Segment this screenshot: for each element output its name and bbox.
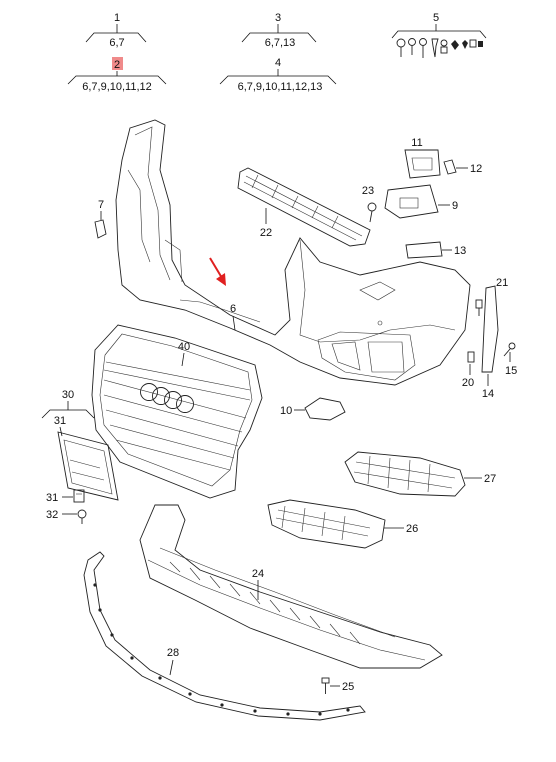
front-grille [91, 324, 263, 499]
callout-30[interactable]: 30 [41, 389, 95, 419]
header-group-1[interactable]: 1 6,7 [85, 12, 147, 49]
license-plate-bracket [57, 431, 119, 501]
callout-27[interactable]: 27 [464, 473, 496, 485]
svg-text:11: 11 [411, 137, 422, 149]
bracket-7 [94, 219, 107, 239]
callout-40[interactable]: 40 [178, 341, 190, 367]
svg-text:30: 30 [62, 389, 74, 401]
svg-text:32: 32 [46, 509, 58, 521]
callout-6[interactable]: 6 [230, 303, 236, 331]
svg-text:25: 25 [342, 681, 354, 693]
screw-15-part [503, 342, 516, 357]
callout-28[interactable]: 28 [167, 647, 179, 676]
screw-25-part [321, 677, 330, 694]
svg-text:23: 23 [362, 185, 374, 197]
svg-text:9: 9 [452, 200, 458, 212]
callout-31[interactable]: 31 [54, 415, 66, 437]
svg-text:31: 31 [54, 415, 66, 427]
red-arrow-indicator [209, 257, 226, 286]
mount-9 [384, 184, 439, 219]
svg-text:31: 31 [46, 492, 58, 504]
callout-26[interactable]: 26 [384, 523, 418, 535]
group-5-number: 5 [433, 12, 439, 24]
svg-text:6: 6 [230, 303, 236, 315]
svg-text:24: 24 [252, 568, 264, 580]
header-group-3[interactable]: 3 6,7,13 [241, 12, 317, 49]
group-2-parts: 6,7,9,10,11,12 [82, 81, 152, 93]
svg-text:7: 7 [98, 199, 104, 211]
svg-text:15: 15 [505, 365, 517, 377]
clip-31-part [73, 489, 85, 503]
side-bracket-14 [481, 285, 499, 373]
svg-text:26: 26 [406, 523, 418, 535]
callout-15[interactable]: 15 [505, 352, 517, 377]
callout-9[interactable]: 9 [438, 200, 458, 212]
callout-14[interactable]: 14 [482, 374, 494, 400]
group-1-parts: 6,7 [109, 37, 124, 49]
guide-13 [405, 241, 443, 259]
header-group-2[interactable]: 2 6,7,9,10,11,12 [67, 57, 167, 93]
callout-21[interactable]: 21 [496, 277, 508, 289]
fastener-set-icons [396, 38, 483, 58]
front-spoiler [139, 504, 443, 669]
upper-grille [237, 167, 371, 247]
group-3-parts: 6,7,13 [265, 37, 296, 49]
fog-grille-left [267, 499, 386, 549]
fog-grille-right [344, 451, 466, 497]
group-3-number: 3 [275, 12, 281, 24]
svg-text:21: 21 [496, 277, 508, 289]
callout-31-clip[interactable]: 31 [46, 492, 73, 504]
svg-text:20: 20 [462, 377, 474, 389]
svg-text:12: 12 [470, 163, 482, 175]
svg-text:27: 27 [484, 473, 496, 485]
svg-text:40: 40 [178, 341, 190, 353]
callout-12[interactable]: 12 [456, 163, 482, 175]
callout-7[interactable]: 7 [98, 199, 104, 220]
callout-10[interactable]: 10 [280, 405, 305, 417]
header-group-4[interactable]: 4 6,7,9,10,11,12,13 [219, 57, 337, 93]
svg-text:10: 10 [280, 405, 292, 417]
highlight-marker [112, 57, 123, 70]
header-group-5[interactable]: 5 [391, 12, 487, 58]
towing-cover-10 [304, 397, 346, 421]
callout-32[interactable]: 32 [46, 509, 77, 521]
sensor-bracket-11 [404, 149, 441, 179]
callout-11[interactable]: 11 [411, 137, 422, 149]
svg-text:22: 22 [260, 227, 272, 239]
group-4-parts: 6,7,9,10,11,12,13 [238, 81, 323, 93]
clip-20-part [467, 351, 475, 363]
group-4-number: 4 [275, 57, 281, 69]
four-rings-emblem [140, 383, 194, 413]
callout-25[interactable]: 25 [330, 681, 354, 693]
callout-13[interactable]: 13 [442, 245, 466, 257]
group-2-number: 2 [114, 59, 120, 71]
svg-text:13: 13 [454, 245, 466, 257]
screw-32-part [77, 509, 87, 524]
bumper-cover [115, 119, 471, 386]
spring-clip-12 [443, 159, 457, 175]
svg-text:14: 14 [482, 388, 494, 400]
svg-text:28: 28 [167, 647, 179, 659]
callout-24[interactable]: 24 [252, 568, 264, 600]
callout-22[interactable]: 22 [260, 208, 272, 239]
screw-23-part [367, 202, 377, 223]
callout-20[interactable]: 20 [462, 364, 474, 389]
lower-trim-strip [83, 551, 366, 721]
group-1-number: 1 [114, 12, 120, 24]
screw-21-part [475, 299, 483, 316]
callout-23[interactable]: 23 [362, 185, 374, 197]
